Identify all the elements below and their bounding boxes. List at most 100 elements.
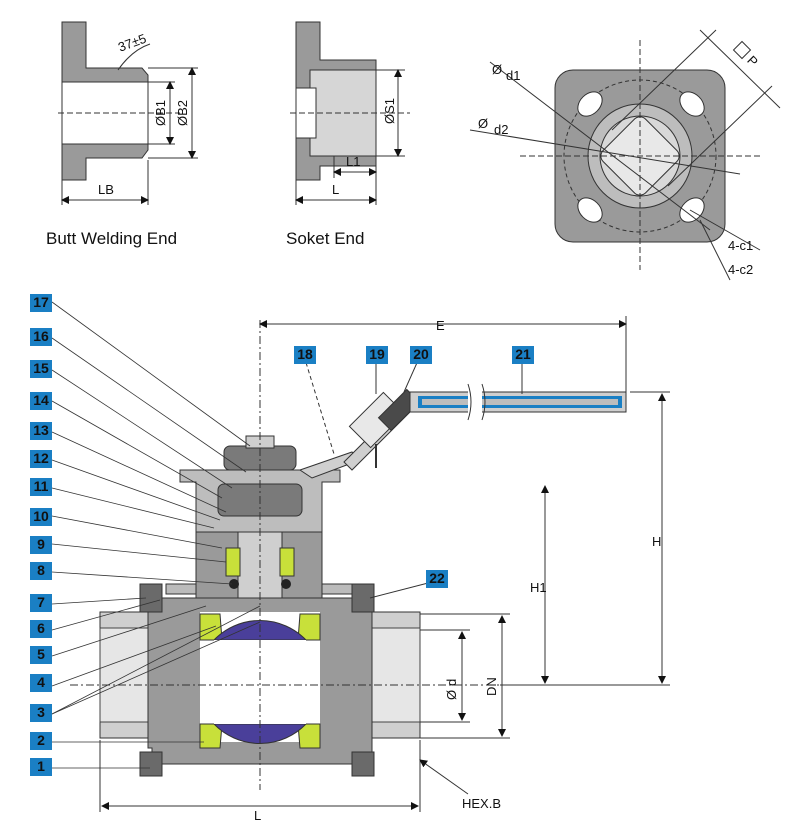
part-badge-10: 10 bbox=[30, 508, 52, 526]
part-badge-12: 12 bbox=[30, 450, 52, 468]
s1-label: ØS1 bbox=[382, 98, 397, 124]
mounting-flange-view: Ø d1 Ø d2 P 4-c1 4-c2 bbox=[469, 29, 781, 281]
hexb-label: HEX.B bbox=[462, 796, 501, 811]
badge-box bbox=[30, 422, 52, 440]
top-part-badges: 18 19 20 21 bbox=[294, 346, 534, 364]
part-badge-11: 11 bbox=[30, 478, 52, 496]
part-badge-7: 7 bbox=[30, 594, 52, 612]
part-badge-19: 19 bbox=[366, 346, 388, 364]
badge-box bbox=[30, 674, 52, 692]
badge-box bbox=[30, 450, 52, 468]
badge-number: 5 bbox=[37, 646, 45, 662]
part-badge-4: 4 bbox=[30, 674, 52, 692]
badge-box bbox=[30, 646, 52, 664]
badge-number: 11 bbox=[34, 478, 49, 494]
c2-label: 4-c2 bbox=[728, 262, 753, 277]
ball-valve-section: E H H1 Ø d DN L HEX.B bbox=[51, 301, 670, 823]
badge-number: 2 bbox=[37, 732, 45, 748]
l-label-main: L bbox=[254, 808, 261, 823]
l1-label: L1 bbox=[346, 154, 360, 169]
part-badge-6: 6 bbox=[30, 620, 52, 638]
badge-box bbox=[410, 346, 432, 364]
badge-box bbox=[30, 294, 52, 312]
butt-welding-end-view: ØB1 ØB2 37±5 LB Butt Welding End bbox=[46, 21, 198, 248]
badge-box bbox=[426, 570, 448, 588]
socket-end-view: ØS1 L1 L Soket End bbox=[286, 21, 410, 248]
right-part-badges: 22 bbox=[426, 570, 448, 588]
badge-number: 21 bbox=[515, 346, 531, 362]
d1-label: d1 bbox=[506, 68, 520, 83]
part-badge-9: 9 bbox=[30, 536, 52, 554]
part-badge-5: 5 bbox=[30, 646, 52, 664]
d1-symbol: Ø bbox=[492, 62, 502, 77]
butt-welding-caption: Butt Welding End bbox=[46, 229, 177, 248]
p-label: P bbox=[744, 53, 761, 70]
part-badge-14: 14 bbox=[30, 392, 52, 410]
badge-box bbox=[366, 346, 388, 364]
badge-box bbox=[30, 594, 52, 612]
badge-number: 20 bbox=[413, 346, 429, 362]
badge-box bbox=[30, 758, 52, 776]
part-badge-21: 21 bbox=[512, 346, 534, 364]
badge-box bbox=[30, 478, 52, 496]
badge-box bbox=[30, 360, 52, 378]
left-part-badges: 17 16 15 14 13 12 11 10 9 8 7 6 5 4 3 2 1 bbox=[30, 294, 52, 776]
badge-number: 16 bbox=[33, 328, 49, 344]
dn-label: DN bbox=[484, 677, 499, 696]
part-badge-16: 16 bbox=[30, 328, 52, 346]
badge-box bbox=[30, 732, 52, 750]
badge-number: 6 bbox=[37, 620, 45, 636]
c1-label: 4-c1 bbox=[728, 238, 753, 253]
badge-number: 18 bbox=[297, 346, 313, 362]
part-badge-22: 22 bbox=[426, 570, 448, 588]
socket-caption: Soket End bbox=[286, 229, 364, 248]
badge-number: 9 bbox=[37, 536, 45, 552]
badge-number: 17 bbox=[33, 294, 49, 310]
lb-label: LB bbox=[98, 182, 114, 197]
e-label: E bbox=[436, 318, 445, 333]
d-label: d bbox=[444, 679, 459, 686]
badge-box bbox=[30, 392, 52, 410]
badge-number: 13 bbox=[33, 422, 49, 438]
badge-number: 8 bbox=[37, 562, 45, 578]
badge-number: 4 bbox=[37, 674, 45, 690]
part-badge-20: 20 bbox=[410, 346, 432, 364]
badge-box bbox=[512, 346, 534, 364]
badge-number: 14 bbox=[33, 392, 49, 408]
d-symbol: Ø bbox=[444, 690, 459, 700]
badge-number: 15 bbox=[33, 360, 49, 376]
badge-box bbox=[30, 536, 52, 554]
badge-number: 10 bbox=[33, 508, 49, 524]
badge-box bbox=[30, 328, 52, 346]
l-label-socket: L bbox=[332, 182, 339, 197]
badge-number: 19 bbox=[369, 346, 385, 362]
part-badge-3: 3 bbox=[30, 704, 52, 722]
h-label: H bbox=[652, 534, 661, 549]
badge-number: 7 bbox=[37, 594, 45, 610]
part-badge-2: 2 bbox=[30, 732, 52, 750]
badge-number: 22 bbox=[429, 570, 445, 586]
part-badge-18: 18 bbox=[294, 346, 316, 364]
b1-label: ØB1 bbox=[153, 100, 168, 126]
badge-box bbox=[294, 346, 316, 364]
h1-label: H1 bbox=[530, 580, 547, 595]
d2-label: d2 bbox=[494, 122, 508, 137]
badge-box bbox=[30, 620, 52, 638]
badge-number: 3 bbox=[37, 704, 45, 720]
badge-number: 12 bbox=[33, 450, 49, 466]
part-badge-17: 17 bbox=[30, 294, 52, 312]
part-badge-1: 1 bbox=[30, 758, 52, 776]
part-badge-8: 8 bbox=[30, 562, 52, 580]
b2-label: ØB2 bbox=[175, 100, 190, 126]
left-leader-lines bbox=[51, 301, 261, 769]
badge-box bbox=[30, 508, 52, 526]
badge-number: 1 bbox=[37, 758, 45, 774]
part-badge-15: 15 bbox=[30, 360, 52, 378]
part-badge-13: 13 bbox=[30, 422, 52, 440]
badge-box bbox=[30, 562, 52, 580]
d2-symbol: Ø bbox=[478, 116, 488, 131]
badge-box bbox=[30, 704, 52, 722]
bevel-angle-label: 37±5 bbox=[116, 31, 148, 55]
